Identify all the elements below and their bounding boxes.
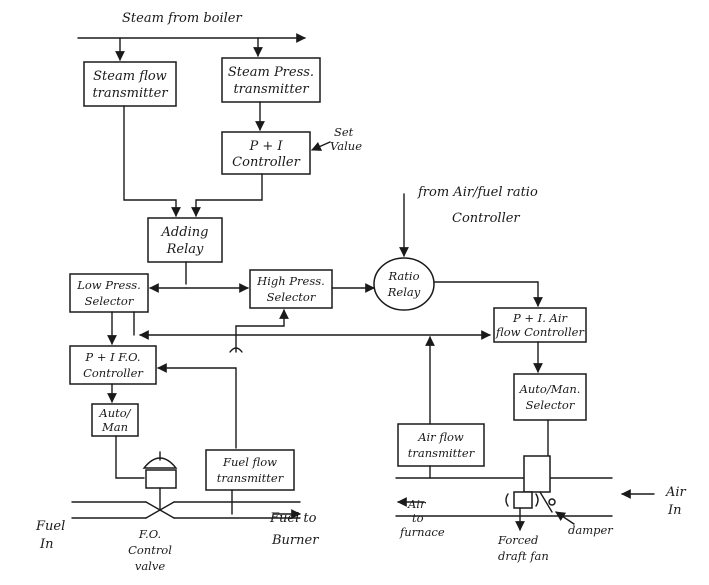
air-in-label-1: Air (665, 485, 687, 500)
auto-man-label-2: Man (101, 420, 128, 434)
auto-man-selector-label-2: Selector (526, 398, 576, 412)
line-crossover-hop (229, 347, 243, 353)
pi-fo-controller-box (69, 345, 157, 385)
fuel-flow-transmitter-label-2: transmitter (217, 471, 285, 485)
air-flow-transmitter: Air flow transmitter (397, 423, 485, 467)
low-pressure-selector-label-2: Selector (85, 294, 135, 308)
set-value-label-2: Value (330, 139, 362, 153)
air-to-furnace-label-2: to (412, 511, 424, 525)
fuel-flow-transmitter-label-1: Fuel flow (222, 455, 277, 469)
auto-man-box (91, 403, 139, 437)
fan-blades (505, 493, 539, 507)
pi-air-flow-controller-box (493, 307, 587, 343)
high-pressure-selector-box (249, 269, 333, 309)
pi-fo-controller-label-1: P + I F.O. (84, 350, 140, 364)
ratio-relay-label-1: Ratio (387, 269, 419, 283)
fan-motor-box (513, 491, 533, 509)
damper-blade (539, 491, 553, 513)
set-value-arrow (311, 141, 331, 151)
fuel-flow-to-fo-controller (157, 363, 237, 449)
fo-valve-label-1: F.O. (138, 527, 161, 541)
ratio-relay-to-air-controller (433, 281, 543, 307)
steam-flow-transmitter-label-2: transmitter (92, 86, 168, 101)
pi-fo-controller: P + I F.O. Controller (69, 345, 157, 385)
auto-man-to-valve (115, 435, 145, 479)
air-to-furnace-label-1: Air (407, 497, 427, 511)
steam-pressure-transmitter-label-2: transmitter (233, 82, 309, 97)
fuel-to-burner-label-2: Burner (271, 533, 319, 548)
fuel-in-label-1: Fuel (35, 519, 65, 534)
steam-header: Steam from boiler (77, 11, 306, 61)
auto-man-selector: Auto/Man. Selector (513, 373, 587, 421)
forced-draft-fan-label-2: draft fan (498, 549, 549, 563)
auto-man-selector-box (513, 373, 587, 421)
damper-actuator-box (523, 455, 551, 493)
damper-pivot (548, 498, 556, 506)
forced-draft-fan (505, 455, 575, 531)
low-pressure-selector-label-1: Low Press. (76, 278, 141, 292)
low-pressure-selector: Low Press. Selector (69, 273, 149, 313)
steam-from-boiler-label: Steam from boiler (122, 11, 243, 26)
damper-label: damper (568, 523, 614, 537)
ratio-relay-label-2: Relay (387, 285, 421, 299)
air-fuel-ratio-label-2: Controller (452, 211, 520, 226)
fuel-flow-to-high-selector (235, 309, 289, 353)
pi-air-flow-controller-label-1: P + I. Air (512, 311, 569, 325)
fuel-pipe (71, 501, 301, 519)
high-pressure-selector-label-1: High Press. (256, 274, 325, 288)
high-pressure-selector-label-2: Selector (267, 290, 317, 304)
auto-man-label-1: Auto/ (98, 406, 131, 420)
pi-controller-label-1: P + I (248, 139, 283, 154)
pi-controller-box (221, 131, 311, 175)
pi-controller: P + I Controller (221, 131, 311, 175)
adding-relay: Adding Relay (147, 217, 223, 263)
fo-valve-label-3: valve (135, 559, 166, 573)
damper-label-pointer (555, 511, 575, 525)
fuel-flow-transmitter-box (205, 449, 295, 491)
valve-body (145, 501, 175, 519)
steam-pressure-transmitter-box (221, 57, 321, 103)
flow-tx-to-adding-relay (123, 105, 181, 217)
air-duct (395, 477, 655, 517)
valve-positioner-box (145, 469, 177, 489)
low-pressure-selector-box (69, 273, 149, 313)
air-in-label-2: In (667, 503, 682, 518)
air-to-furnace-label-3: furnace (399, 525, 445, 539)
steam-flow-transmitter: Steam flow transmitter (83, 61, 177, 107)
adding-relay-label-2: Relay (166, 242, 204, 257)
steam-pressure-transmitter: Steam Press. transmitter (221, 57, 321, 103)
pi-controller-label-2: Controller (232, 155, 300, 170)
air-flow-transmitter-label-2: transmitter (408, 446, 476, 460)
pi-fo-controller-label-2: Controller (83, 366, 144, 380)
pi-air-flow-controller-label-2: flow Controller (495, 325, 585, 339)
fo-valve-label-2: Control (128, 543, 172, 557)
air-flow-transmitter-box (397, 423, 485, 467)
adding-relay-box (147, 217, 223, 263)
forced-draft-fan-label-1: Forced (497, 533, 538, 547)
fuel-to-burner-label-1: Fuel to (269, 511, 317, 526)
ratio-relay-circle (373, 257, 435, 311)
auto-man-selector-label-1: Auto/Man. (519, 382, 581, 396)
air-fuel-ratio-input: from Air/fuel ratio Controller (399, 185, 538, 257)
steam-flow-transmitter-label-1: Steam flow (93, 69, 167, 84)
auto-man-station: Auto/ Man (91, 403, 139, 437)
air-flow-transmitter-label-1: Air flow (417, 430, 464, 444)
set-value: Set Value (311, 125, 362, 153)
air-fuel-ratio-label-1: from Air/fuel ratio (417, 185, 538, 200)
set-value-label-1: Set (334, 125, 354, 139)
valve-actuator-dome (142, 457, 178, 469)
fuel-in-label-2: In (39, 537, 54, 552)
steam-flow-transmitter-box (83, 61, 177, 107)
fo-control-valve (142, 451, 178, 519)
fuel-flow-transmitter: Fuel flow transmitter (205, 449, 295, 491)
steam-pressure-transmitter-label-1: Steam Press. (228, 65, 314, 80)
pi-to-adding-relay (191, 173, 263, 217)
ratio-relay: Ratio Relay (373, 257, 435, 311)
adding-relay-label-1: Adding (161, 225, 209, 240)
high-pressure-selector: High Press. Selector (249, 269, 333, 309)
pi-air-flow-controller: P + I. Air flow Controller (493, 307, 587, 343)
